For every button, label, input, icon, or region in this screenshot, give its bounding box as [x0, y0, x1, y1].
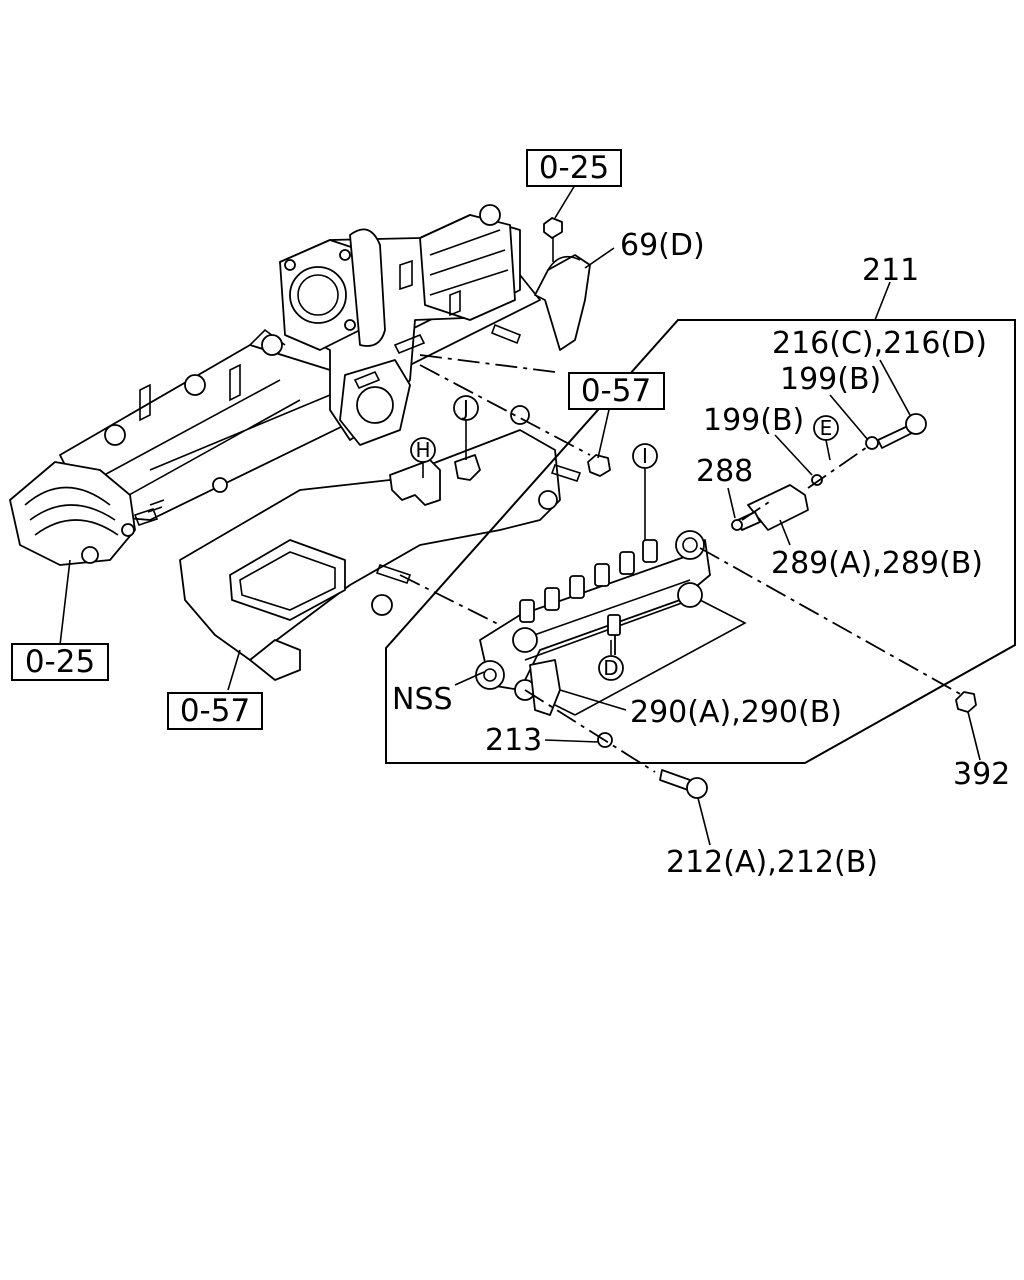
- adapter-housing: [179, 405, 582, 681]
- label-392: 392: [953, 757, 1010, 792]
- nut-392: [955, 691, 977, 713]
- assembly-211-outline: [385, 319, 1016, 764]
- label-212: 212(A),212(B): [666, 845, 878, 880]
- svg-text:D: D: [603, 656, 618, 680]
- egr-valve-assembly: [279, 204, 522, 446]
- label-216: 216(C),216(D): [772, 326, 987, 361]
- label-nss: NSS: [392, 682, 453, 717]
- gasket-199b-upper: [865, 436, 879, 450]
- nut-top: [543, 217, 563, 239]
- label-199b-lower: 199(B): [703, 403, 804, 438]
- label-69d: 69(D): [620, 228, 705, 263]
- ref-box-mid: 0-57: [568, 372, 665, 410]
- marker-e: E: [813, 415, 839, 441]
- pressure-limiter-289: [731, 484, 809, 531]
- svg-text:H: H: [415, 438, 430, 462]
- nut-057: [587, 454, 611, 477]
- bracket-69d: [534, 254, 591, 351]
- ref-box-bottom-label: 0-57: [180, 693, 250, 729]
- marker-d: D: [598, 655, 624, 681]
- label-199b-upper: 199(B): [780, 362, 881, 397]
- ref-box-top: 0-25: [526, 149, 622, 187]
- phantom-lines: [399, 354, 963, 773]
- svg-text:I: I: [642, 444, 648, 468]
- common-rail-assembly: [475, 530, 711, 716]
- label-289: 289(A),289(B): [771, 546, 983, 581]
- ref-box-mid-label: 0-57: [581, 373, 651, 409]
- eye-bolt-216: [877, 413, 927, 449]
- marker-i: I: [632, 443, 658, 469]
- marker-j: J: [453, 395, 479, 421]
- ref-box-left: 0-25: [11, 643, 109, 681]
- label-290: 290(A),290(B): [630, 695, 842, 730]
- svg-text:J: J: [461, 396, 469, 420]
- leader-lines: [59, 184, 981, 846]
- label-211: 211: [862, 253, 919, 288]
- ref-box-top-label: 0-25: [539, 150, 609, 186]
- svg-text:E: E: [820, 416, 833, 440]
- marker-h: H: [410, 437, 436, 463]
- ref-box-left-label: 0-25: [25, 644, 95, 680]
- label-213: 213: [485, 723, 542, 758]
- bolt-212: [659, 769, 708, 799]
- ref-box-bottom: 0-57: [167, 692, 263, 730]
- label-288: 288: [696, 454, 753, 489]
